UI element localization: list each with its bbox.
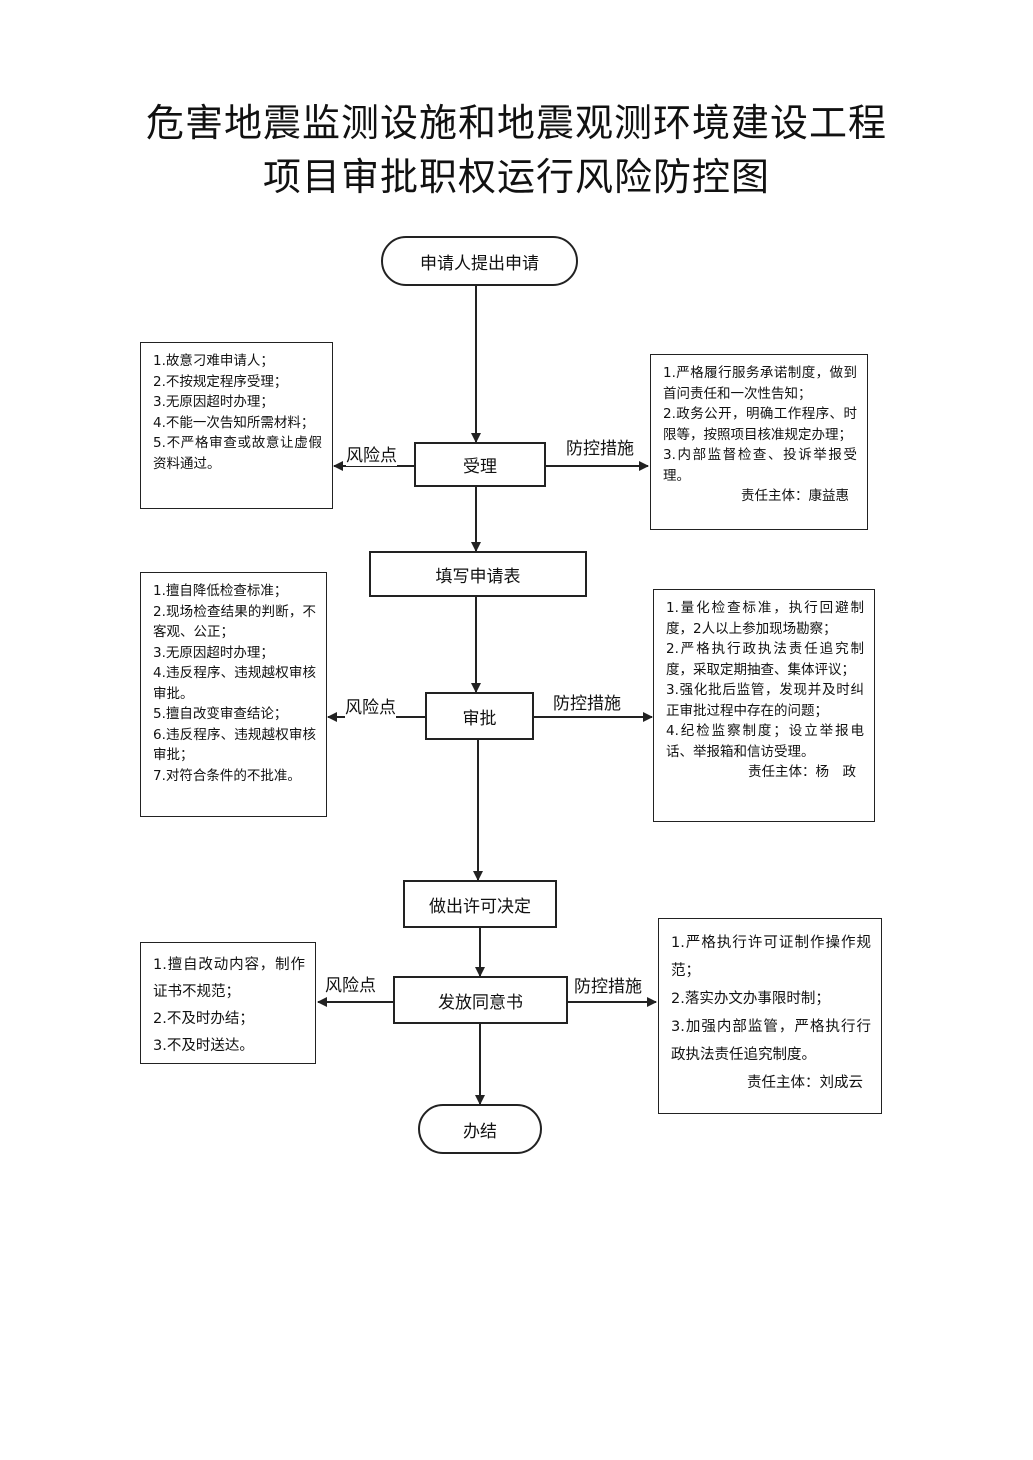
measure-label-issue: 防控措施 xyxy=(574,977,642,997)
risk-item: 2.现场检查结果的判断，不客观、公正； xyxy=(153,603,316,641)
risk-label-approve: 风险点 xyxy=(345,698,396,718)
fill-form-node: 填写申请表 xyxy=(369,551,587,597)
measure-item: 1.严格履行服务承诺制度，做到首问责任和一次性告知； xyxy=(663,365,857,402)
title-line-1: 危害地震监测设施和地震观测环境建设工程 xyxy=(145,101,887,145)
risk-item: 6.违反程序、违规越权审核审批； xyxy=(153,726,316,764)
measure-box-accept: 1.严格履行服务承诺制度，做到首问责任和一次性告知； 2.政务公开，明确工作程序… xyxy=(650,354,868,530)
measure-box-approve: 1.量化检查标准，执行回避制度，2人以上参加现场勘察； 2.严格执行政执法责任追… xyxy=(653,589,875,822)
risk-item: 7.对符合条件的不批准。 xyxy=(153,767,301,784)
measure-label-accept: 防控措施 xyxy=(566,439,634,459)
risk-item: 3.无原因超时办理； xyxy=(153,394,274,410)
risk-item: 1.故意刁难申请人； xyxy=(153,353,274,369)
risk-box-approve: 1.擅自降低检查标准； 2.现场检查结果的判断，不客观、公正； 3.无原因超时办… xyxy=(140,572,327,817)
measure-label-approve: 防控措施 xyxy=(553,694,621,714)
responsible-person: 责任主体：刘成云 xyxy=(747,1075,863,1091)
risk-item: 2.不及时办结； xyxy=(153,1011,254,1027)
measure-item: 3.加强内部监管，严格执行行政执法责任追究制度。 xyxy=(671,1019,871,1063)
responsible-person: 责任主体：杨 政 xyxy=(748,764,856,780)
responsible-person: 责任主体：康益惠 xyxy=(741,488,849,504)
start-node: 申请人提出申请 xyxy=(381,236,578,286)
measure-item: 1.严格执行许可证制作操作规范； xyxy=(671,935,871,979)
measure-item: 3.强化批后监管，发现并及时纠正审批过程中存在的问题； xyxy=(666,682,864,719)
measure-item: 2.落实办文办事限时制； xyxy=(671,991,830,1007)
risk-item: 2.不按规定程序受理； xyxy=(153,373,288,390)
measure-item: 4.纪检监察制度；设立举报电话、举报箱和信访受理。 xyxy=(666,723,864,760)
end-node: 办结 xyxy=(418,1104,542,1154)
measure-item: 2.政务公开，明确工作程序、时限等，按照项目核准规定办理； xyxy=(663,406,857,443)
risk-item: 5.不严格审查或故意让虚假资料通过。 xyxy=(153,435,322,472)
risk-item: 5.擅自改变审查结论； xyxy=(153,706,288,722)
risk-label-accept: 风险点 xyxy=(346,446,397,466)
measure-item: 1.量化检查标准，执行回避制度，2人以上参加现场勘察； xyxy=(666,600,864,637)
decision-node: 做出许可决定 xyxy=(403,880,557,928)
accept-node: 受理 xyxy=(414,442,546,487)
risk-item: 1.擅自降低检查标准； xyxy=(153,583,288,599)
risk-item: 4.违反程序、违规越权审核审批。 xyxy=(153,665,316,702)
measure-item: 2.严格执行政执法责任追究制度，采取定期抽查、集体评议； xyxy=(666,641,864,678)
risk-label-issue: 风险点 xyxy=(325,976,376,996)
risk-item: 3.不及时送达。 xyxy=(153,1038,254,1054)
issue-node: 发放同意书 xyxy=(393,976,568,1024)
risk-item: 1.擅自改动内容，制作证书不规范； xyxy=(153,957,305,1000)
risk-item: 4.不能一次告知所需材料； xyxy=(153,414,315,431)
approve-node: 审批 xyxy=(425,692,534,740)
risk-box-issue: 1.擅自改动内容，制作证书不规范； 2.不及时办结； 3.不及时送达。 xyxy=(140,942,316,1064)
risk-box-accept: 1.故意刁难申请人； 2.不按规定程序受理； 3.无原因超时办理； 4.不能一次… xyxy=(140,342,333,509)
risk-item: 3.无原因超时办理； xyxy=(153,644,274,661)
measure-item: 3.内部监督检查、投诉举报受理。 xyxy=(663,447,857,484)
measure-box-issue: 1.严格执行许可证制作操作规范； 2.落实办文办事限时制； 3.加强内部监管，严… xyxy=(658,918,882,1114)
title-line-2: 项目审批职权运行风险防控图 xyxy=(262,155,770,199)
